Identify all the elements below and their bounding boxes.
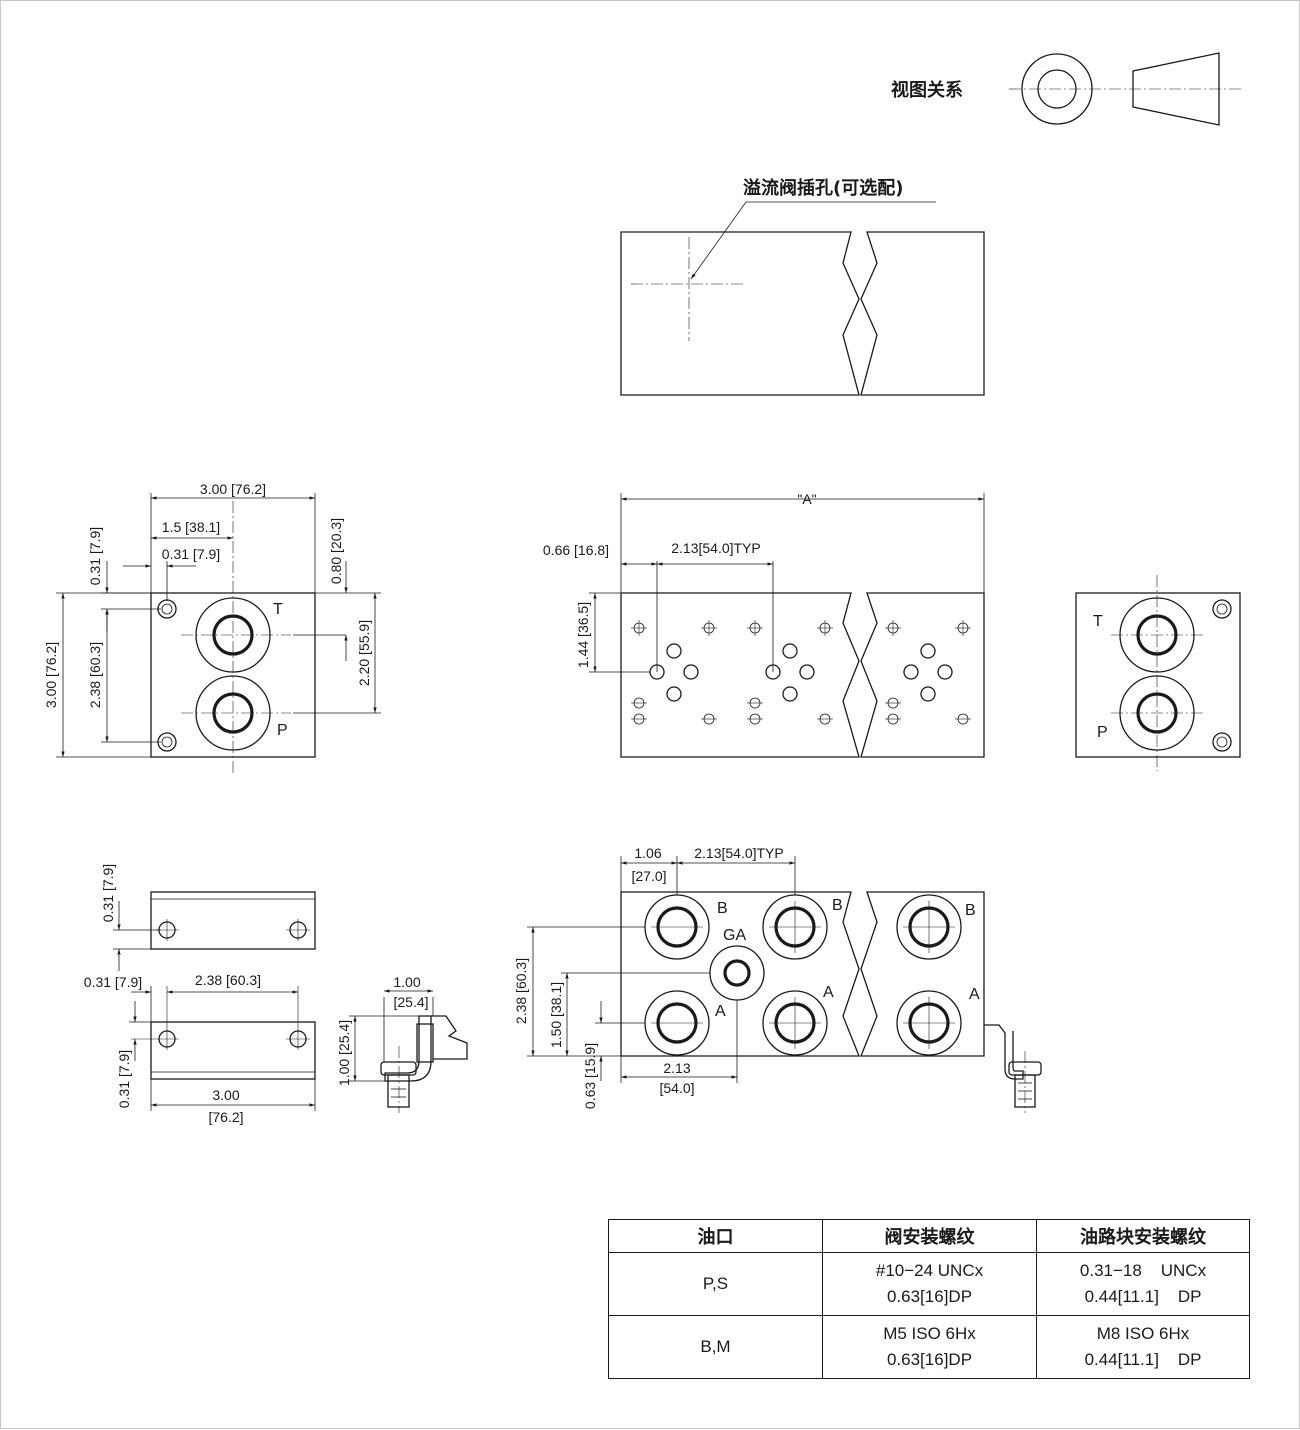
dim-bracket-width: 1.00 [393,974,420,990]
table-row: B,M M5 ISO 6Hx 0.63[16]DP M8 ISO 6Hx 0.4… [608,1315,1250,1379]
valve-thread-line: M5 ISO 6Hx [883,1324,976,1343]
dim-bracket-width-mm: [25.4] [393,994,428,1010]
dim-width: 3.00 [76.2] [200,481,266,497]
dim-front-first-port-mm: [27.0] [631,868,666,884]
dim-front-a-height: 0.63 [15.9] [582,1043,598,1109]
port-label-t-right: T [1093,613,1103,630]
header-block-thread: 油路块安装螺纹 [1036,1219,1250,1253]
valve-thread-line: 0.63[16]DP [886,1287,973,1306]
dim-first-station: 0.66 [16.8] [543,542,609,558]
right-end-view: T P [1075,575,1241,771]
relief-valve-detail-view: 溢流阀插孔(可选配) [620,177,985,396]
port-label-a2: A [823,984,834,1001]
cell-block-thread: M8 ISO 6Hx 0.44[11.1] DP [1036,1315,1250,1379]
valve-thread-line: #10−24 UNCx [875,1261,984,1280]
header-port: 油口 [608,1219,823,1253]
port-label-p: P [277,722,288,739]
dim-side-length: 3.00 [212,1087,239,1103]
port-label-ga: GA [723,927,746,944]
header-valve-thread: 阀安装螺纹 [822,1219,1037,1253]
port-label-p-right: P [1097,724,1108,741]
mounting-hole-pattern [631,620,971,725]
cell-port: P,S [608,1252,823,1316]
dim-top-to-t: 0.80 [20.3] [328,518,344,584]
dim-side-hole-offset: 0.31 [7.9] [84,974,142,990]
dim-front-first-port: 1.06 [634,845,661,861]
port-label-a1: A [715,1003,726,1020]
dim-bracket-height: 1.00 [25.4] [336,1020,352,1086]
port-label-b3: B [965,902,976,919]
cell-valve-thread: M5 ISO 6Hx 0.63[16]DP [822,1315,1037,1379]
front-view: B B B GA A A A 1.06 [27.0] 2.13[54.0]TYP… [513,845,1042,1113]
left-end-view: T P 3.00 [76.2] 1.5 [38.1] 0.31 [7.9] 0.… [43,481,381,773]
thread-spec-table: 油口 阀安装螺纹 油路块安装螺纹 P,S #10−24 UNCx 0.63[16… [608,1219,1250,1379]
dim-station-height: 1.44 [36.5] [575,602,591,668]
spec-table-header-row: 油口 阀安装螺纹 油路块安装螺纹 [608,1219,1250,1253]
block-thread-line: 0.44[11.1] DP [1084,1287,1202,1306]
block-thread-line: M8 ISO 6Hx [1096,1324,1190,1343]
block-thread-line: 0.31−18 UNCx [1079,1261,1207,1280]
dim-hole-spacing: 2.38 [60.3] [87,642,103,708]
port-label-t: T [273,601,283,618]
bracket-view: 1.00 [25.4] 1.00 [25.4] [336,974,468,1113]
port-label-b2: B [832,897,843,914]
gauge-port-outer [709,945,765,1001]
dim-side-bottom-hole: 0.31 [7.9] [116,1050,132,1108]
dim-side-hole-height: 0.31 [7.9] [100,864,116,922]
relief-port-callout: 溢流阀插孔(可选配) [743,177,903,199]
dim-station-pitch: 2.13[54.0]TYP [671,540,761,556]
table-row: P,S #10−24 UNCx 0.63[16]DP 0.31−18 UNCx … [608,1252,1250,1316]
port-label-b1: B [717,900,728,917]
projection-cone [1132,52,1220,126]
cell-port: B,M [608,1315,823,1379]
dim-front-ga-height: 1.50 [38.1] [548,982,564,1048]
dim-height: 3.00 [76.2] [43,642,59,708]
top-view: "A" 0.66 [16.8] 2.13[54.0]TYP 1.44 [36.5… [543,491,985,758]
dim-front-pitch: 2.13[54.0]TYP [694,845,784,861]
cell-valve-thread: #10−24 UNCx 0.63[16]DP [822,1252,1037,1316]
port-label-a3: A [969,986,980,1003]
dim-front-b-height: 2.38 [60.3] [513,958,529,1024]
dim-half-width: 1.5 [38.1] [162,519,220,535]
view-relation-label: 视图关系 [891,79,963,101]
cell-block-thread: 0.31−18 UNCx 0.44[11.1] DP [1036,1252,1250,1316]
dim-top-to-p: 2.20 [55.9] [356,620,372,686]
dim-hole-offset-x: 0.31 [7.9] [162,546,220,562]
valve-thread-line: 0.63[16]DP [886,1350,973,1369]
dim-front-ga-offset: 2.13 [663,1060,690,1076]
dim-hole-offset-y: 0.31 [7.9] [87,527,103,585]
view-relation-symbol: 视图关系 [891,52,1241,126]
dim-front-ga-offset-mm: [54.0] [659,1080,694,1096]
gauge-port-bore [723,959,751,987]
side-view: 0.31 [7.9] 0.31 [7.9] 2.38 [60.3] 0.31 [… [84,864,316,1125]
block-thread-line: 0.44[11.1] DP [1084,1350,1202,1369]
dim-side-length-mm: [76.2] [208,1109,243,1125]
dim-length-a: "A" [797,491,816,507]
dim-side-hole-spacing: 2.38 [60.3] [195,972,261,988]
